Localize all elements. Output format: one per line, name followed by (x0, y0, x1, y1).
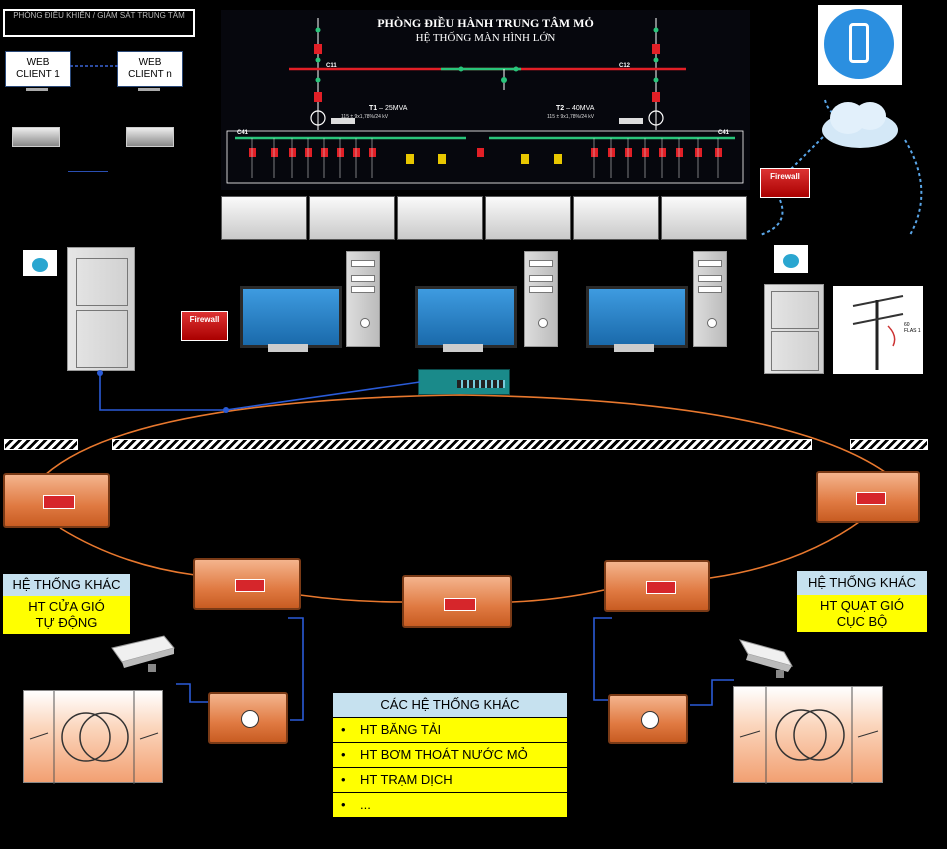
cctv-camera-left-icon (111, 635, 175, 672)
right-system-panel: HỆ THỐNG KHÁC HT QUẠT GIÓ CỤC BỘ (797, 571, 927, 632)
cloud-links (760, 99, 923, 236)
smartphone-tile (818, 5, 902, 85)
transformer-right-icon (739, 687, 879, 784)
transformer-left (23, 690, 163, 784)
left-system-body: HT CỬA GIÓ TỰ ĐỘNG (3, 596, 130, 634)
display-title: PHÒNG ĐIỀU HÀNH TRUNG TÂM MỎ (377, 16, 594, 30)
monitor-stand (614, 344, 654, 352)
transformer-t2-label: T2 – 40MVA (556, 105, 595, 112)
junction-box-center (402, 575, 512, 628)
bus-c41-left-label: C41 (237, 130, 249, 136)
display-wall: PHÒNG ĐIỀU HÀNH TRUNG TÂM MỎ HỆ THỐNG MÀ… (221, 10, 750, 190)
phone-icon (849, 23, 869, 63)
web-server-n (126, 127, 174, 147)
display-screen-row (221, 196, 750, 242)
screen-tile (309, 196, 395, 240)
web-client-n-label: WEB CLIENT n (128, 57, 172, 80)
left-system-head: HỆ THỐNG KHÁC (3, 574, 130, 596)
web-server-link (68, 171, 108, 172)
t1-name: T1 (369, 105, 378, 112)
bus-c12-label: C12 (619, 63, 631, 69)
bus-c11-label: C11 (326, 63, 337, 69)
other-systems-item-label: HT BƠM THOÁT NƯỚC MỎ (360, 747, 528, 762)
junction-box-right (816, 471, 920, 523)
workstation-monitor-1 (240, 286, 342, 348)
other-systems-item: • HT TRẠM DỊCH (333, 767, 567, 792)
transformer-left-icon (29, 691, 159, 784)
web-client-n-stand (138, 88, 160, 91)
power-pole-tile: 60 FLAS 1 (833, 286, 923, 374)
electrical-cabinet-right (764, 284, 824, 374)
wall-center (112, 439, 812, 450)
screen-tile (397, 196, 483, 240)
web-server-1 (12, 127, 60, 147)
electrical-cabinet-left (67, 247, 135, 371)
right-system-body: HT QUẠT GIÓ CỤC BỘ (797, 595, 927, 632)
workstation-tower-2 (524, 251, 558, 347)
wall-right (850, 439, 928, 450)
t1-rating: 25MVA (384, 105, 408, 112)
network-switch (418, 369, 510, 395)
web-client-link (70, 65, 118, 67)
left-system-panel: HỆ THỐNG KHÁC HT CỬA GIÓ TỰ ĐỘNG (3, 574, 130, 634)
other-systems-item-label: HT BĂNG TẢI (360, 722, 442, 737)
junction-box-small-left (208, 692, 288, 744)
monitor-stand (268, 344, 308, 352)
web-client-1[interactable]: WEB CLIENT 1 (5, 51, 71, 87)
junction-box-left (3, 473, 110, 528)
junction-box-mid-left (193, 558, 301, 610)
other-systems-head: CÁC HỆ THỐNG KHÁC (333, 693, 567, 717)
transformer-right (733, 686, 883, 784)
bus-c41-right-label: C41 (718, 130, 730, 136)
cctv-camera-right-icon (738, 639, 794, 678)
t2-rating: 40MVA (571, 105, 595, 112)
control-room-title-box: PHÒNG ĐIỀU KHIỂN / GIÁM SÁT TRUNG TÂM (3, 9, 195, 37)
other-systems-item-label: ... (360, 797, 371, 812)
web-client-1-stand (26, 88, 48, 91)
single-line-diagram (226, 18, 744, 184)
power-pole-icon (852, 295, 904, 370)
t2-ratio: 115 ± 9x1,78%/24 kV (547, 114, 595, 120)
screen-tile (221, 196, 307, 240)
dome-camera-right-icon (774, 245, 808, 273)
other-systems-item: • HT BĂNG TẢI (333, 717, 567, 742)
t1-ratio: 115 ± 9x1,78%/24 kV (341, 114, 389, 120)
transformer-t1-label: T1 – 25MVA (369, 105, 408, 112)
screen-tile (573, 196, 659, 240)
pole-label: 60 FLAS 1 (904, 322, 921, 334)
other-systems-item-label: HT TRẠM DỊCH (360, 772, 453, 787)
firewall-left: Firewall (181, 311, 228, 341)
firewall-right-label: Firewall (770, 172, 800, 181)
cloud-icon (822, 102, 898, 148)
dome-camera-left-icon (23, 250, 57, 276)
right-system-head: HỆ THỐNG KHÁC (797, 571, 927, 595)
junction-box-small-right (608, 694, 688, 744)
control-room-title: PHÒNG ĐIỀU KHIỂN / GIÁM SÁT TRUNG TÂM (13, 11, 185, 20)
phone-icon-bg (824, 9, 894, 79)
other-systems-item: • ... (333, 792, 567, 817)
monitor-stand (443, 344, 483, 352)
wall-left (4, 439, 78, 450)
t2-name: T2 (556, 105, 565, 112)
workstation-tower-3 (693, 251, 727, 347)
other-systems-panel: CÁC HỆ THỐNG KHÁC • HT BĂNG TẢI • HT BƠM… (333, 693, 567, 817)
web-client-1-label: WEB CLIENT 1 (16, 57, 60, 80)
screen-tile (661, 196, 747, 240)
firewall-right: Firewall (760, 168, 810, 198)
display-subtitle: HỆ THỐNG MÀN HÌNH LỚN (415, 32, 556, 44)
other-systems-item: • HT BƠM THOÁT NƯỚC MỎ (333, 742, 567, 767)
web-client-n[interactable]: WEB CLIENT n (117, 51, 183, 87)
screen-tile (485, 196, 571, 240)
workstation-tower-1 (346, 251, 380, 347)
firewall-left-label: Firewall (189, 315, 220, 324)
workstation-monitor-3 (586, 286, 688, 348)
junction-box-mid-right (604, 560, 710, 612)
